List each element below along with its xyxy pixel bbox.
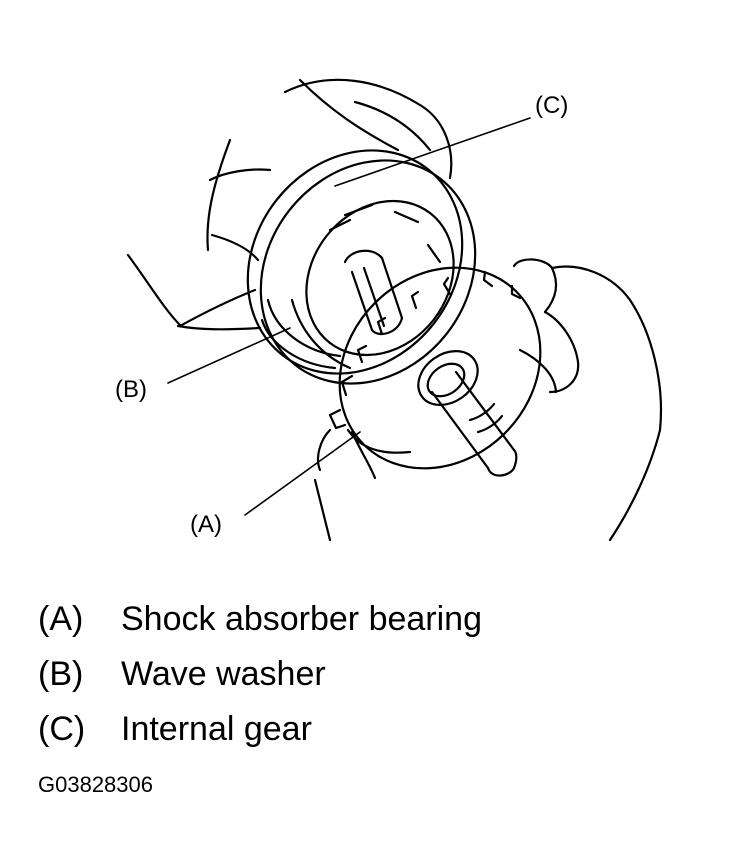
callout-label-c: (C) xyxy=(535,92,569,119)
callout-label-a: (A) xyxy=(190,511,222,538)
legend-key: (A) xyxy=(38,600,84,638)
leader-lines xyxy=(167,117,531,516)
left-hand-outline xyxy=(126,78,453,331)
legend-row-c: (C) Internal gear xyxy=(38,712,312,746)
wave-washer xyxy=(260,298,342,370)
legend-key: (C) xyxy=(38,710,86,748)
leader-line-b xyxy=(167,327,291,384)
output-shaft xyxy=(430,370,518,477)
right-hand-outline xyxy=(313,258,663,542)
leader-line-c xyxy=(334,117,531,187)
figure-id: G03828306 xyxy=(38,772,153,797)
callout-label-b: (B) xyxy=(115,376,147,403)
leader-line-a xyxy=(244,431,361,516)
internal-gear xyxy=(246,149,477,385)
legend-label: Shock absorber bearing xyxy=(121,600,483,638)
legend-label: Internal gear xyxy=(121,710,312,748)
legend-label: Wave washer xyxy=(121,655,326,693)
legend-key: (B) xyxy=(38,655,84,693)
shock-absorber-bearing xyxy=(328,266,542,470)
legend-row-b: (B) Wave washer xyxy=(38,657,326,691)
pinion-shaft xyxy=(343,249,404,336)
exploded-parts-illustration xyxy=(126,78,663,542)
legend-row-a: (A) Shock absorber bearing xyxy=(38,602,482,636)
